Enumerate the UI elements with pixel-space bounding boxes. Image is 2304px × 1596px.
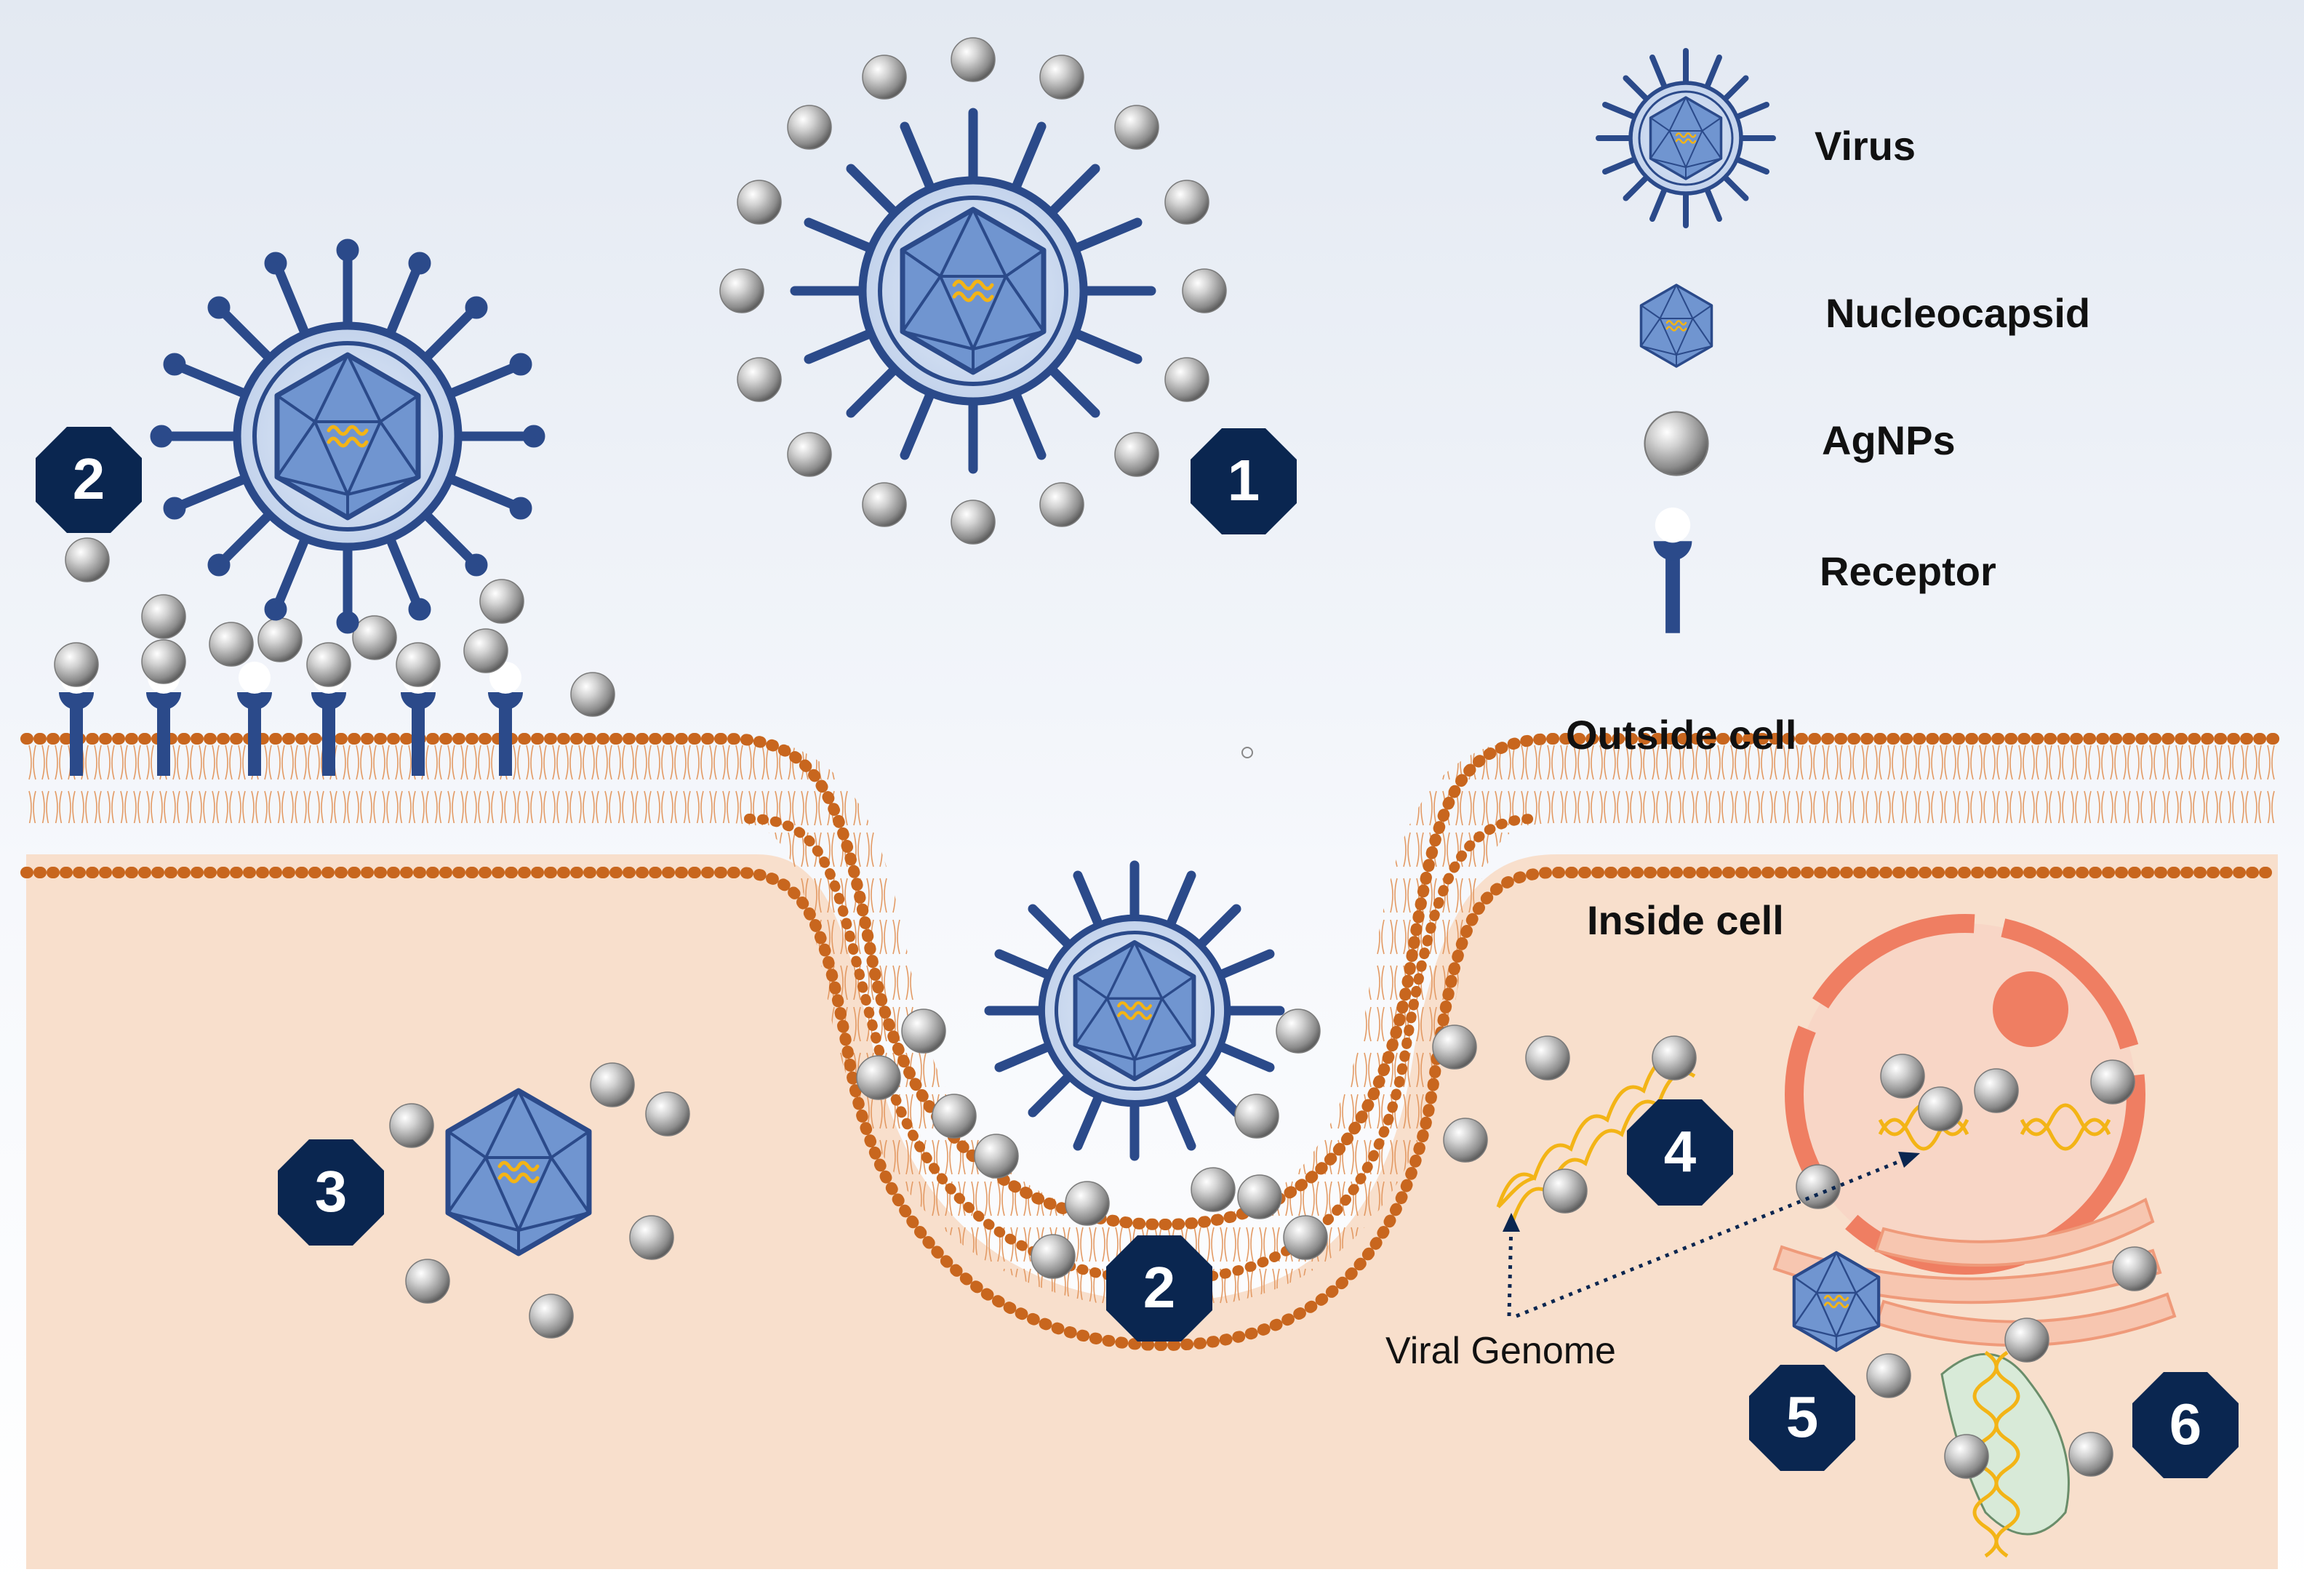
membrane-inner-heads	[20, 867, 2284, 1352]
svg-text:1: 1	[1228, 448, 1260, 513]
virus-icon	[1596, 48, 1776, 228]
small-circle-marker	[1241, 747, 1253, 758]
legend-label-receptor: Receptor	[1820, 548, 1996, 594]
step-badge-5: 5	[1749, 1365, 1855, 1471]
virus-in-endocytic-pit	[984, 860, 1285, 1161]
svg-text:3: 3	[315, 1159, 348, 1224]
translation-complex	[1866, 1246, 2157, 1558]
step-badge-2-bottom: 2	[1106, 1235, 1212, 1342]
viral-genome-step4	[1432, 1024, 1697, 1222]
cytoplasm	[26, 854, 2278, 1569]
step-badge-4: 4	[1627, 1099, 1733, 1206]
svg-text:2: 2	[73, 446, 105, 511]
svg-text:5: 5	[1786, 1384, 1819, 1449]
inside-cell-label: Inside cell	[1587, 897, 1784, 943]
legend-label-agnps: AgNPs	[1822, 417, 1956, 463]
viral-genome-label: Viral Genome	[1385, 1330, 1616, 1372]
silver-nanoparticle-icon	[1644, 411, 1709, 476]
svg-text:2: 2	[1143, 1255, 1176, 1320]
viral-genome-pointer-arrows	[1507, 1155, 1910, 1318]
legend-label-virus: Virus	[1815, 123, 1916, 169]
virus-coated-with-agnps	[719, 37, 1227, 545]
membrane-outer-heads	[20, 733, 2284, 1231]
cell-nucleus	[1785, 914, 2145, 1275]
step-badge-2-top: 2	[36, 427, 142, 533]
nucleolus	[1993, 971, 2068, 1047]
step-badge-3: 3	[278, 1139, 384, 1246]
legend: Virus Nucleocapsid AgNPs Receptor	[1596, 48, 2090, 633]
virus-binding-receptors	[150, 238, 545, 634]
step-badge-1: 1	[1191, 428, 1297, 534]
legend-label-nucleocapsid: Nucleocapsid	[1825, 290, 2090, 336]
svg-text:4: 4	[1664, 1119, 1697, 1184]
svg-text:6: 6	[2169, 1392, 2202, 1456]
outside-cell-label: Outside cell	[1566, 712, 1796, 758]
arrowheads	[1503, 1152, 1920, 1232]
step-badge-6: 6	[2132, 1372, 2239, 1478]
